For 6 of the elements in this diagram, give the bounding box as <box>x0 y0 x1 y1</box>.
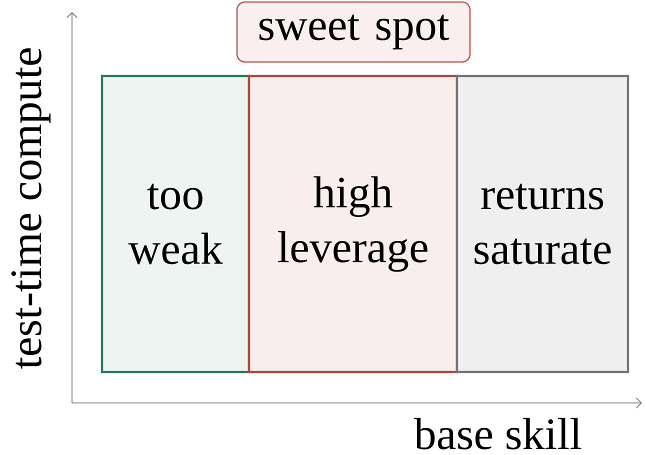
region-box: too weak <box>100 74 250 374</box>
region-box: returns saturate <box>456 74 630 374</box>
label-box: sweet spot <box>236 1 471 63</box>
region-box: high leverage <box>248 74 458 374</box>
axis-label: test-time compute <box>11 48 51 369</box>
axis-label: base skill <box>414 418 582 450</box>
